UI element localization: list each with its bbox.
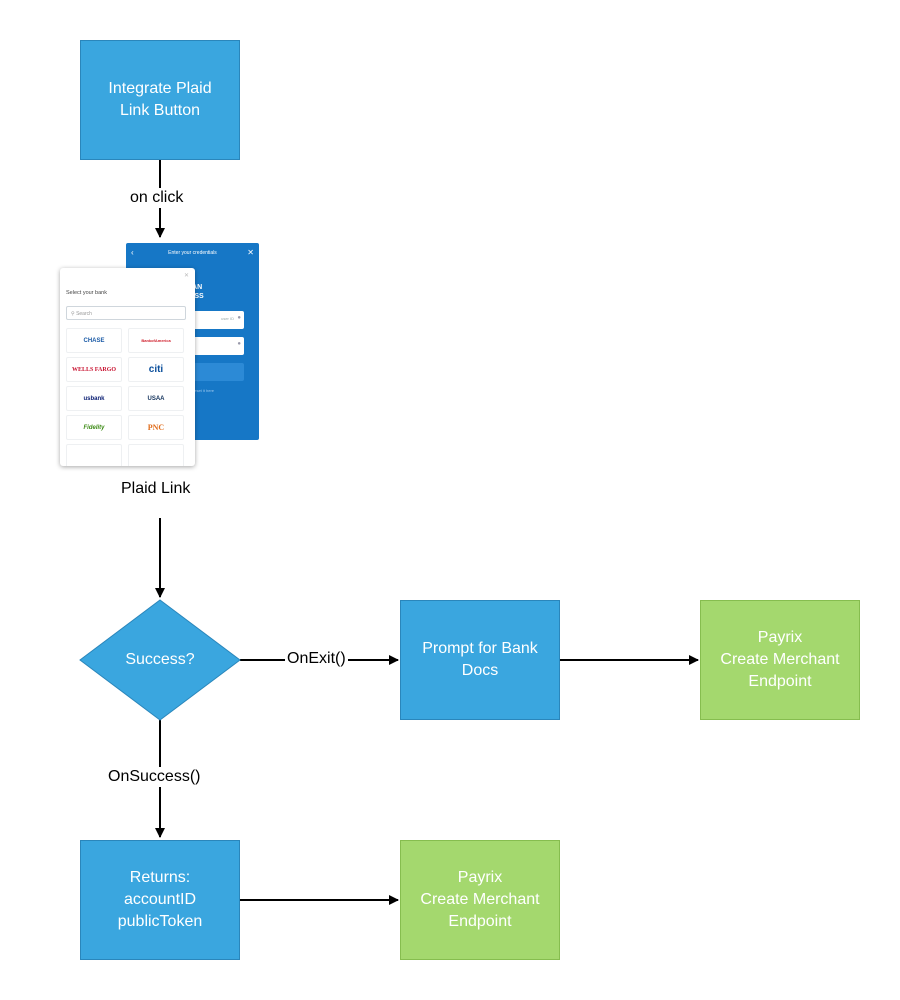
lock-icon: ●: [237, 315, 241, 321]
bank-tile-partial: [66, 444, 122, 466]
bank-tile-chase: CHASE: [66, 328, 122, 353]
bank-tile-bofa: BankofAmerica: [128, 328, 184, 353]
payrix-create-merchant-node-top: Payrix Create Merchant Endpoint: [700, 600, 860, 720]
plaid-link-caption: Plaid Link: [121, 480, 191, 497]
payrix-top-line-3: Endpoint: [748, 673, 812, 690]
bank-tile-usaa: USAA: [128, 386, 184, 411]
payrix-bottom-line-1: Payrix: [457, 869, 503, 886]
prompt-line-2: Docs: [461, 662, 499, 679]
bank-tile-citi: citi: [128, 357, 184, 382]
payrix-top-line-2: Create Merchant: [720, 651, 840, 668]
returns-line-3: publicToken: [117, 913, 203, 930]
select-bank-title: Select your bank: [66, 290, 107, 296]
credentials-title: Enter your credentials: [168, 250, 217, 256]
payrix-bottom-line-3: Endpoint: [448, 913, 512, 930]
prompt-line-1: Prompt for Bank: [422, 640, 538, 657]
bank-tile-pnc: PNC: [128, 415, 184, 440]
returns-line-2: accountID: [123, 891, 197, 908]
integrate-line-1: Integrate Plaid: [108, 80, 212, 97]
close-icon: ✕: [183, 273, 189, 279]
success-decision-node: Success?: [80, 600, 240, 720]
integrate-plaid-link-node: Integrate Plaid Link Button: [80, 40, 240, 160]
success-decision-diamond: [79, 599, 241, 721]
bank-tile-partial: [128, 444, 184, 466]
bank-tile-wells-fargo: WELLS FARGO: [66, 357, 122, 382]
prompt-bank-docs-node: Prompt for Bank Docs: [400, 600, 560, 720]
payrix-create-merchant-node-bottom: Payrix Create Merchant Endpoint: [400, 840, 560, 960]
back-chevron-icon: ‹: [131, 248, 134, 257]
payrix-top-line-1: Payrix: [757, 629, 803, 646]
close-icon: ✕: [247, 248, 254, 257]
bank-search-input: ⚲ Search: [66, 306, 186, 320]
lock-icon: ●: [237, 341, 241, 347]
on-success-label: OnSuccess(): [106, 767, 203, 787]
returns-node: Returns: accountID publicToken: [80, 840, 240, 960]
integrate-line-2: Link Button: [119, 102, 201, 119]
plaid-link-screenshot: Enter your credentials ‹ ✕ RICAN PRESS u…: [60, 240, 262, 472]
bank-tile-usbank: usbank: [66, 386, 122, 411]
select-bank-panel: ✕ Select your bank ⚲ Search CHASE Bankof…: [60, 268, 195, 466]
bank-tile-fidelity: Fidelity: [66, 415, 122, 440]
success-label: Success?: [125, 651, 195, 668]
payrix-bottom-line-2: Create Merchant: [420, 891, 540, 908]
reset-link-partial: ? Reset it here: [188, 388, 215, 393]
returns-line-1: Returns:: [129, 869, 191, 886]
field-hint: user ID: [221, 316, 234, 321]
search-placeholder: Search: [76, 311, 92, 317]
on-exit-label: OnExit(): [285, 649, 348, 669]
on-click-label: on click: [128, 188, 186, 208]
